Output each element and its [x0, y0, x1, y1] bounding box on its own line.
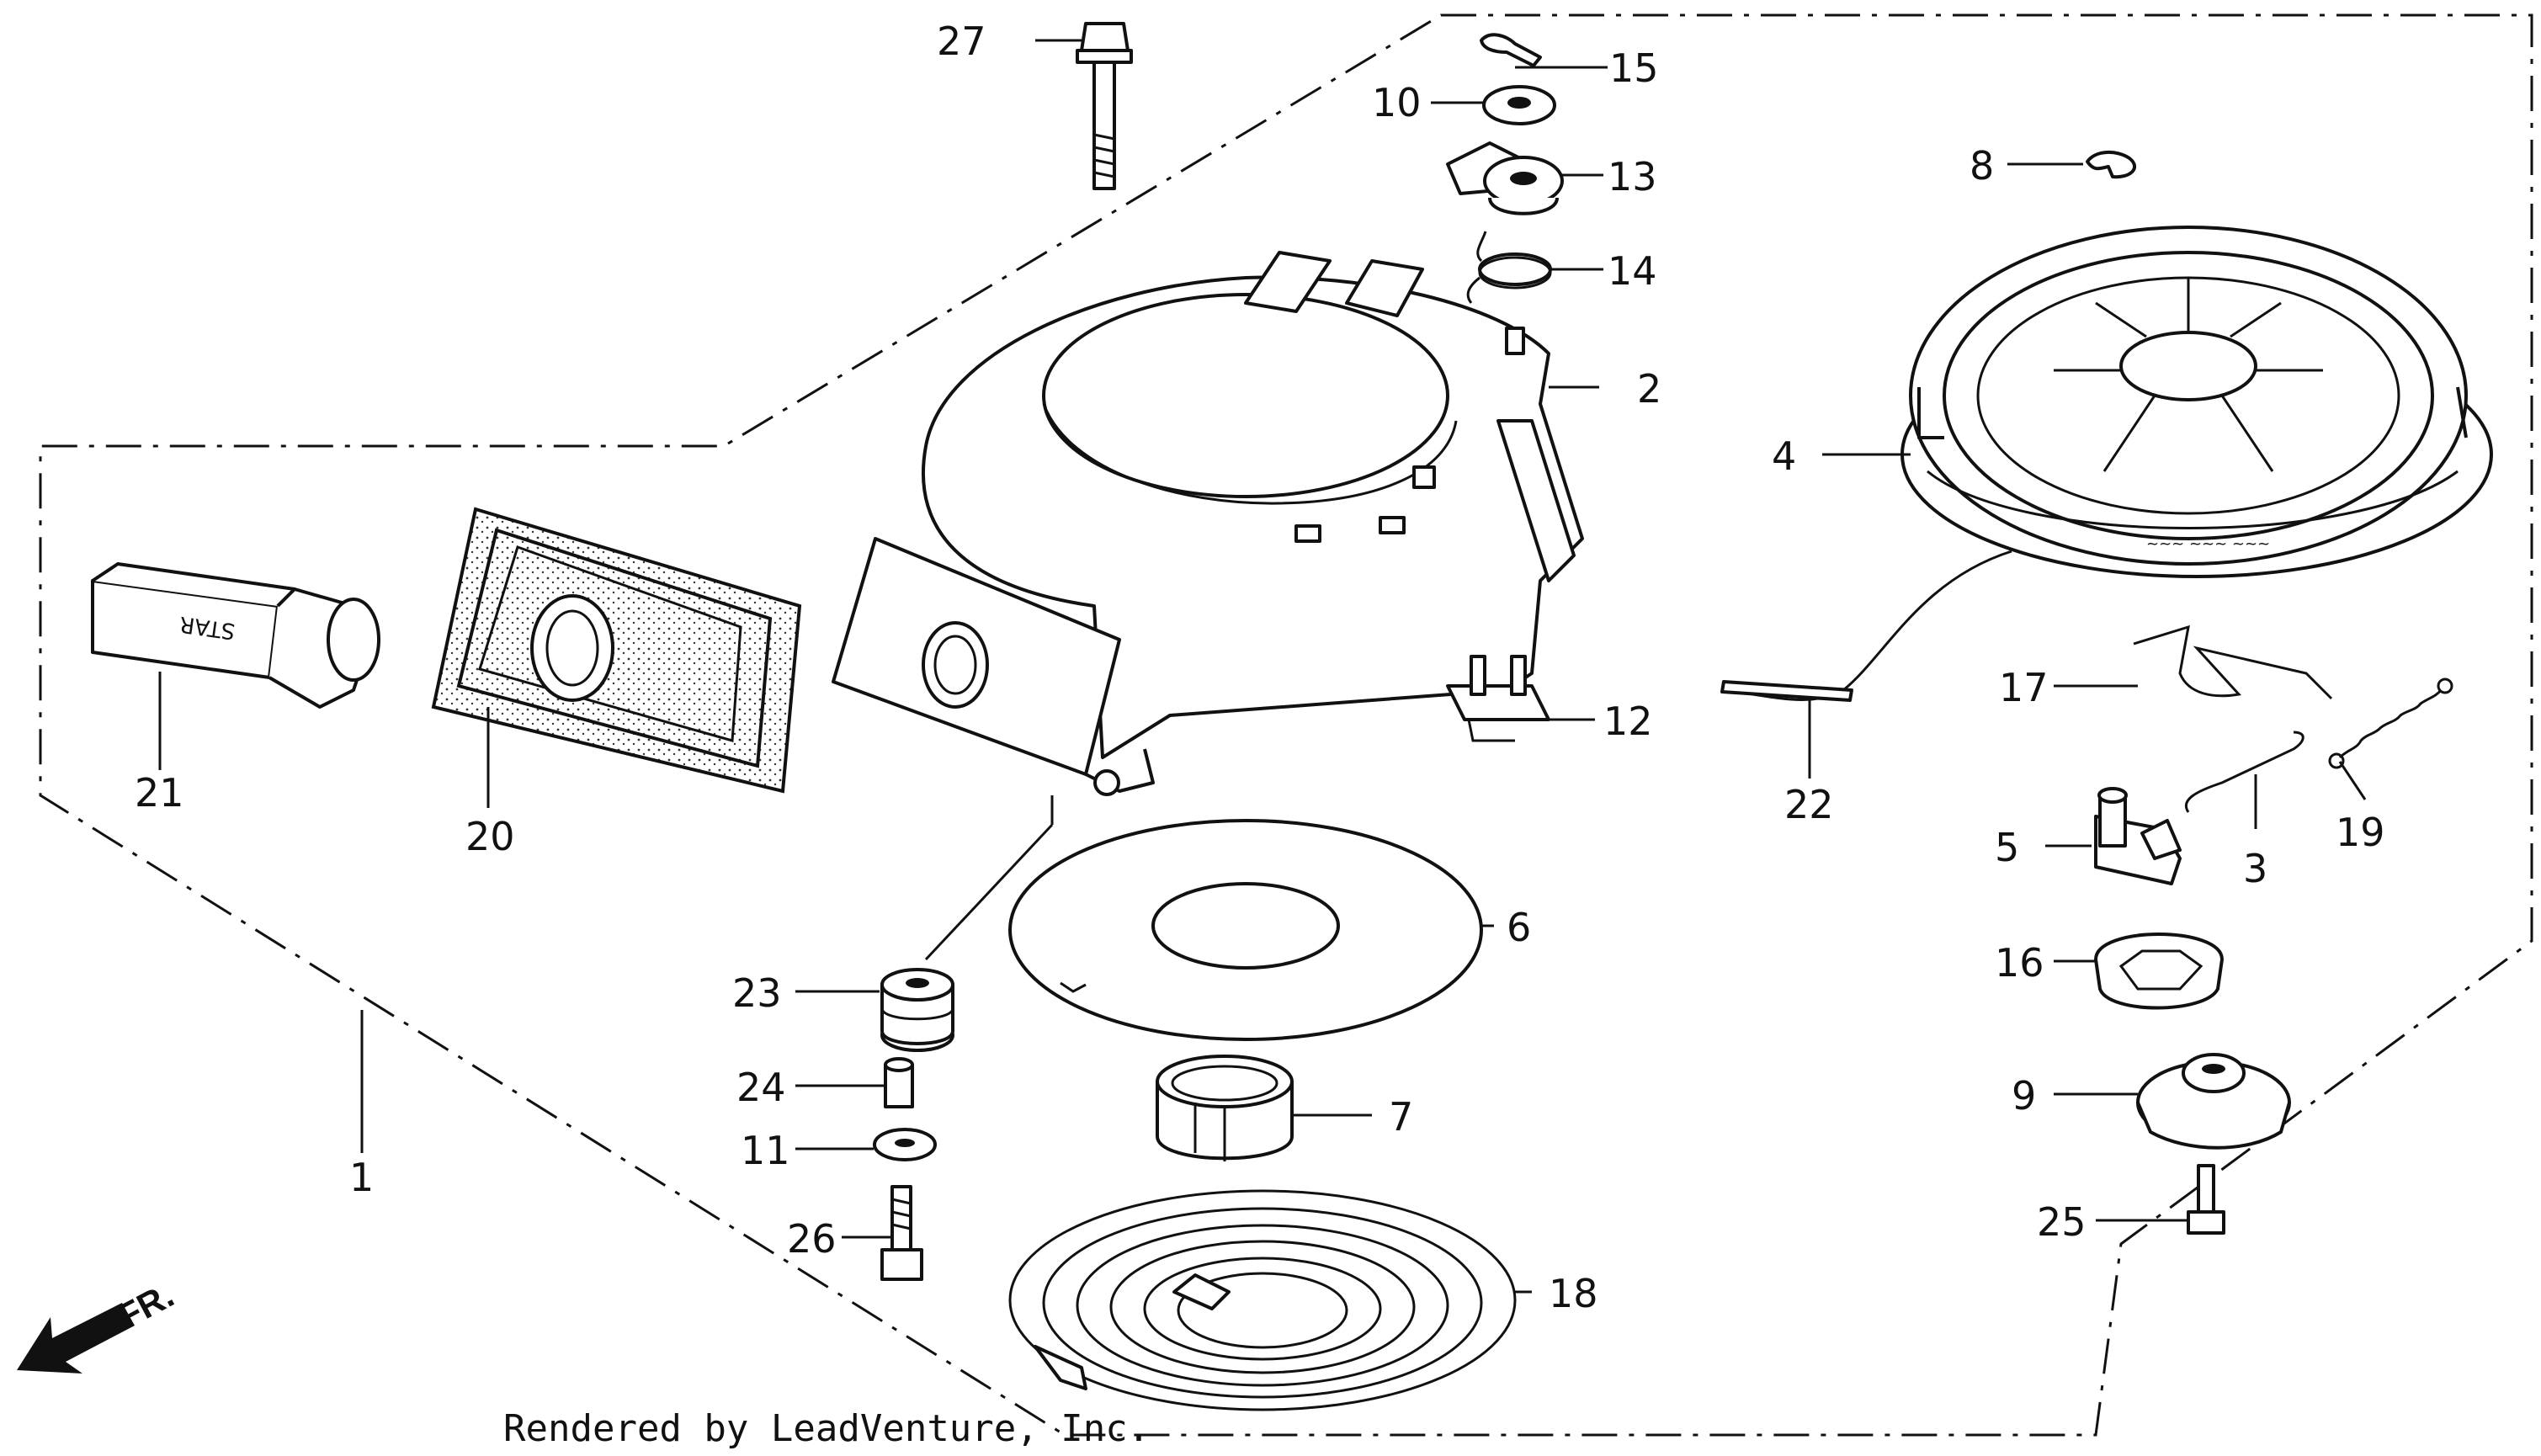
cotter-pin [1480, 33, 1542, 67]
render-credit: Rendered by LeadVenture, Inc. [503, 1407, 1150, 1450]
wire-spring [2133, 624, 2333, 700]
coil-spring [2328, 678, 2453, 769]
small-bolt [2187, 1164, 2225, 1235]
callout-1: 1 [349, 1155, 374, 1200]
washer-10 [1482, 85, 1556, 125]
callout-10: 10 [1372, 80, 1422, 125]
rope-guide-bracket [832, 537, 1155, 796]
callout-25: 25 [2037, 1199, 2086, 1245]
callout-17: 17 [1999, 665, 2049, 710]
starter-rope [1720, 550, 2012, 702]
callout-15: 15 [1609, 45, 1659, 91]
ratchet-guide-ring [2094, 933, 2224, 1010]
collar [1156, 1055, 1294, 1161]
callout-11: 11 [741, 1128, 790, 1173]
starter-reel: ~~~ ~~~ ~~~ [1900, 226, 2493, 578]
callout-4: 4 [1772, 433, 1796, 479]
leader-lines [158, 39, 2367, 1294]
callout-5: 5 [1995, 825, 2019, 870]
recoil-spring [1008, 1189, 1517, 1411]
callout-18: 18 [1549, 1271, 1598, 1316]
callout-7: 7 [1389, 1094, 1413, 1140]
friction-plate [1008, 819, 1483, 1041]
callout-24: 24 [736, 1065, 786, 1110]
callout-21: 21 [135, 770, 184, 816]
washer-11 [873, 1128, 937, 1161]
callout-26: 26 [787, 1216, 837, 1262]
front-direction-marker: FR. [17, 1275, 180, 1374]
callout-23: 23 [732, 970, 782, 1016]
pivot-pin-plate [1446, 655, 1550, 742]
callout-27: 27 [937, 19, 986, 64]
assembly-boundary [39, 13, 2533, 1437]
rope-boot [431, 507, 802, 794]
guide-cap [2136, 1053, 2291, 1150]
callout-22: 22 [1784, 782, 1834, 827]
flange-bolt [1076, 22, 1133, 190]
callout-20: 20 [465, 814, 515, 859]
callout-12: 12 [1603, 699, 1653, 744]
ratchet [2094, 787, 2182, 885]
friction-spring [1466, 231, 1552, 304]
callouts: 27 15 10 13 14 2 12 8 4 17 19 3 5 16 9 2… [135, 19, 2385, 1316]
callout-14: 14 [1608, 248, 1657, 294]
callout-13: 13 [1608, 154, 1657, 199]
ratchet-guide [1446, 141, 1564, 215]
callout-9: 9 [2012, 1073, 2036, 1119]
callout-2: 2 [1637, 366, 1661, 412]
starter-case [921, 251, 1584, 759]
set-clip [2086, 151, 2137, 179]
callout-3: 3 [2243, 846, 2267, 891]
spacer-collar [884, 1057, 914, 1108]
svg-text:~~~ ~~~ ~~~: ~~~ ~~~ ~~~ [2146, 535, 2270, 553]
callout-6: 6 [1507, 905, 1531, 950]
callout-19: 19 [2336, 810, 2385, 855]
return-spring [2185, 731, 2304, 813]
callout-16: 16 [1995, 940, 2044, 986]
direction-arrow-icon [17, 1303, 135, 1374]
starter-grip: STAR [91, 562, 380, 709]
hex-bolt [880, 1185, 923, 1281]
callout-8: 8 [1970, 143, 1994, 189]
rubber-grommet [880, 968, 954, 1052]
